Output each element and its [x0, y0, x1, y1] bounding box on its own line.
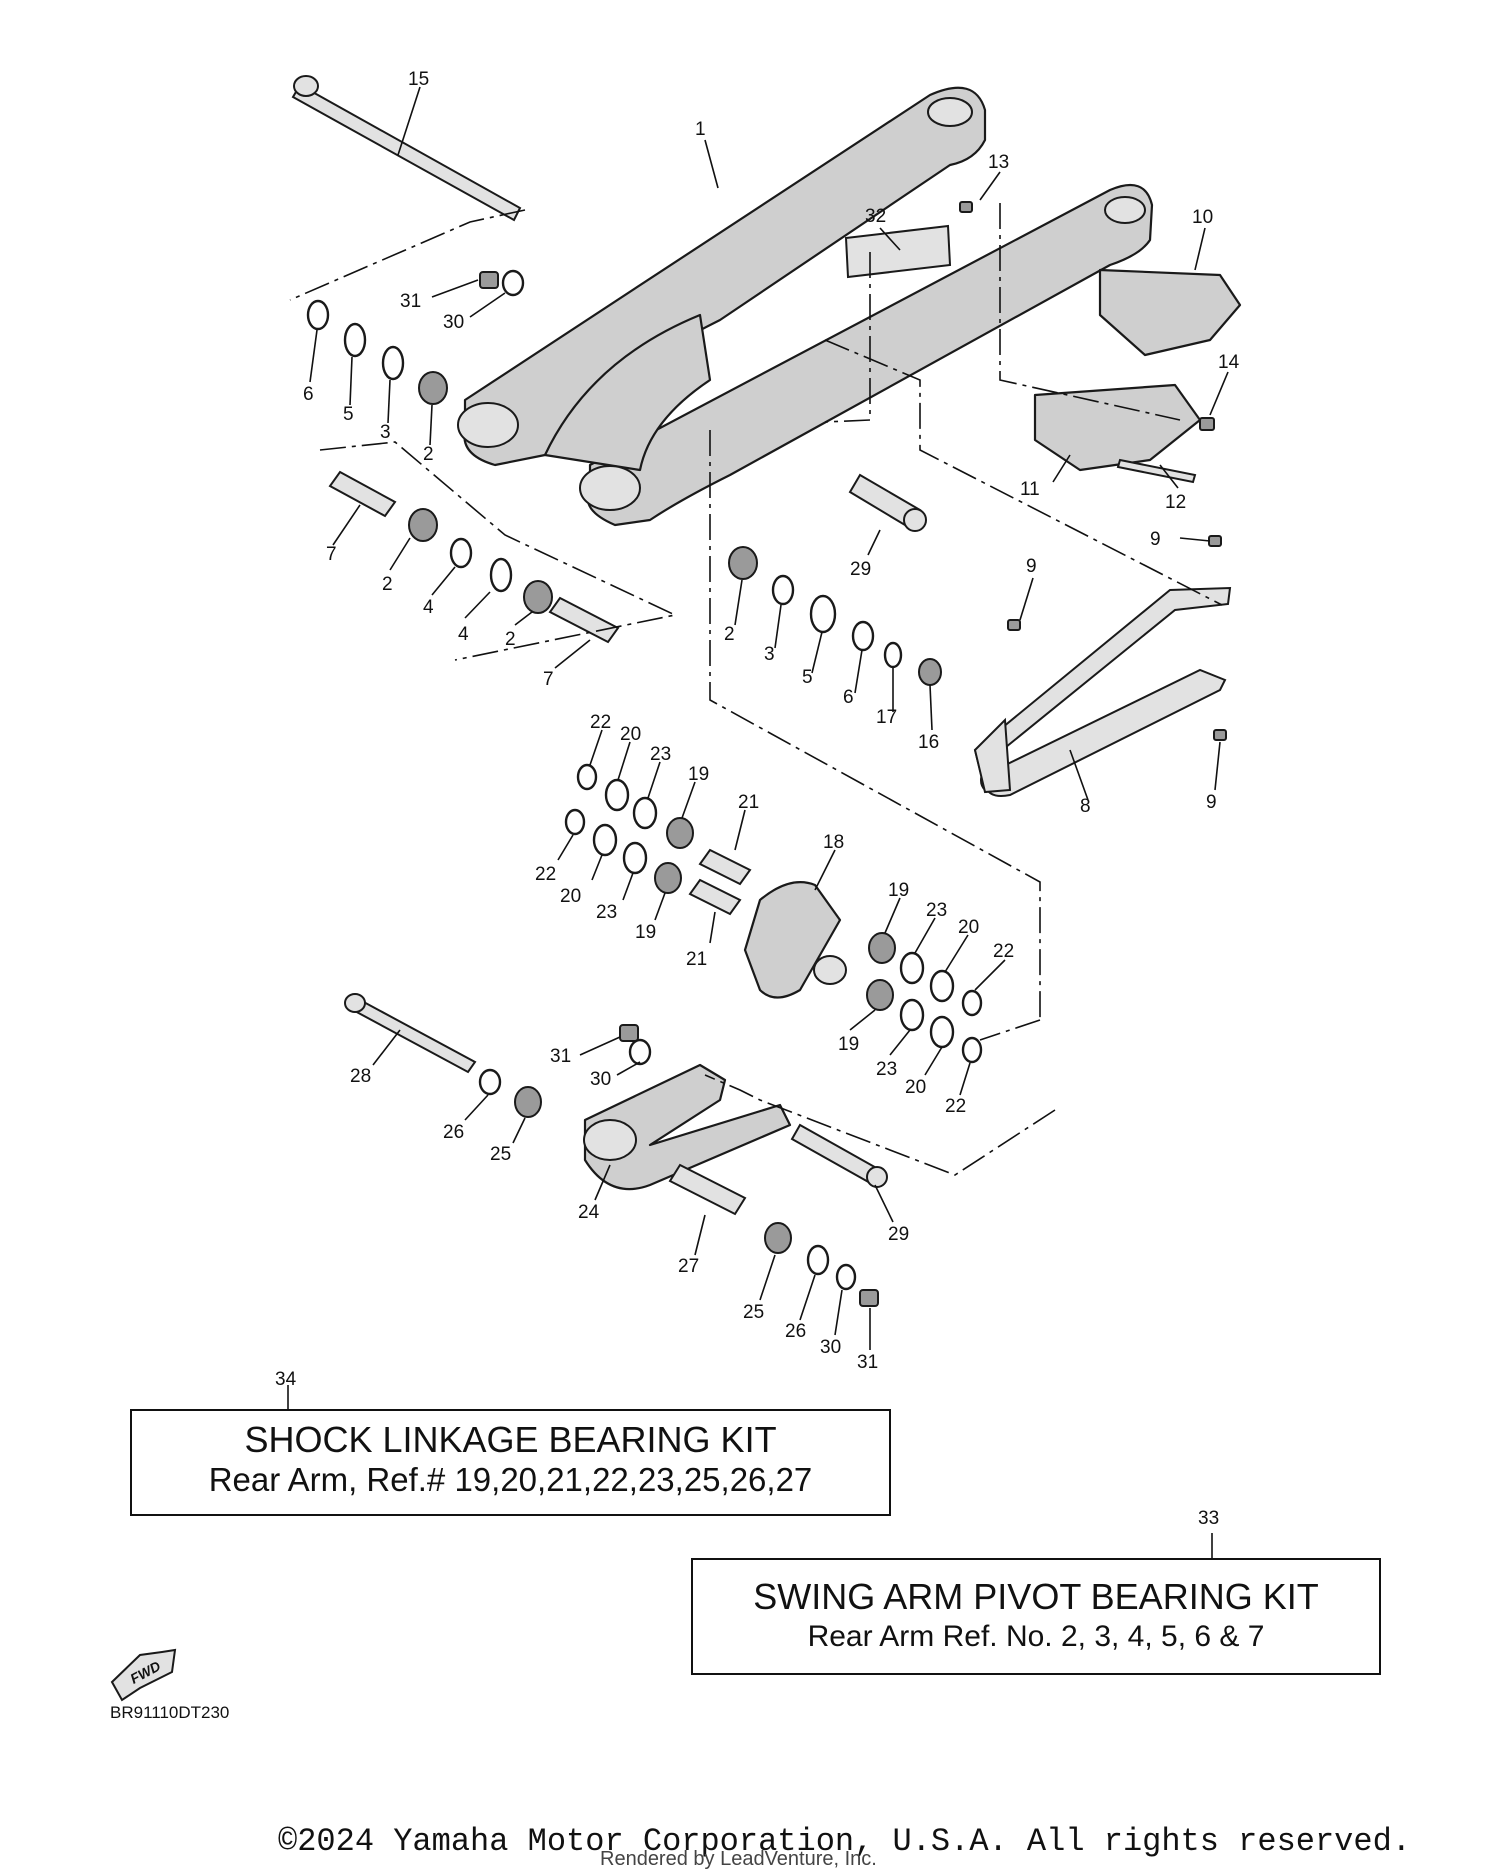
kit-title: SWING ARM PIVOT BEARING KIT — [753, 1576, 1319, 1617]
callout: 11 — [1020, 479, 1040, 500]
shock-linkage-kit-box: SHOCK LINKAGE BEARING KIT Rear Arm, Ref.… — [130, 1409, 891, 1516]
callout: 9 — [1026, 556, 1037, 577]
callout: 21 — [686, 949, 707, 970]
connecting-rod — [583, 1063, 792, 1191]
kit-subtitle: Rear Arm Ref. No. 2, 3, 4, 5, 6 & 7 — [807, 1620, 1265, 1653]
callout: 33 — [1198, 1508, 1219, 1529]
callout: 12 — [1165, 492, 1186, 513]
callout: 13 — [988, 152, 1009, 173]
callout: 20 — [620, 724, 641, 745]
callout: 20 — [958, 917, 979, 938]
callout: 22 — [590, 712, 611, 733]
bolts-and-collars — [328, 201, 1227, 1307]
callout: 29 — [888, 1224, 909, 1245]
chain-slider — [973, 586, 1232, 797]
callout: 34 — [275, 1369, 297, 1390]
callout: 2 — [724, 624, 735, 645]
callout: 22 — [535, 864, 556, 885]
callout: 10 — [1192, 207, 1213, 228]
chain-guide — [1033, 268, 1242, 472]
copyright-notice: ©2024 Yamaha Motor Corporation, U.S.A. A… — [278, 1823, 1411, 1860]
callout: 20 — [560, 886, 581, 907]
callout: 7 — [326, 544, 337, 565]
callout: 2 — [505, 629, 516, 650]
callout: 4 — [423, 597, 434, 618]
callout: 17 — [876, 707, 897, 728]
callout: 31 — [400, 291, 421, 312]
leader-lines — [287, 86, 1229, 1558]
callout: 22 — [993, 941, 1014, 962]
callout: 1 — [695, 119, 706, 140]
callout: 19 — [635, 922, 656, 943]
callout: 24 — [578, 1202, 600, 1223]
callout: 31 — [857, 1352, 878, 1373]
callout: 27 — [678, 1256, 699, 1277]
callout: 3 — [380, 422, 391, 443]
callout: 19 — [838, 1034, 859, 1055]
callout: 30 — [820, 1337, 841, 1358]
callout: 14 — [1218, 352, 1240, 373]
callout: 6 — [303, 384, 314, 405]
reference-lines — [289, 203, 1223, 1176]
callout: 28 — [350, 1066, 371, 1087]
callout: 23 — [596, 902, 617, 923]
callout: 18 — [823, 832, 844, 853]
callout: 25 — [743, 1302, 764, 1323]
callout: 2 — [423, 444, 434, 465]
callout: 7 — [543, 669, 554, 690]
kit-subtitle: Rear Arm, Ref.# 19,20,21,22,23,25,26,27 — [208, 1461, 813, 1498]
swing-arm-pivot-kit-box: SWING ARM PIVOT BEARING KIT Rear Arm Ref… — [691, 1558, 1381, 1675]
callout: 21 — [738, 792, 759, 813]
callout: 19 — [688, 764, 709, 785]
callout: 25 — [490, 1144, 511, 1165]
swing-arm — [457, 86, 1154, 527]
callout: 3 — [764, 644, 775, 665]
callout: 9 — [1206, 792, 1217, 813]
callout-numbers: 15 1 13 32 10 31 30 6 5 3 2 14 7 2 4 4 2… — [275, 69, 1240, 1529]
callout: 16 — [918, 732, 939, 753]
callout: 20 — [905, 1077, 926, 1098]
relay-arm — [743, 881, 847, 999]
callout: 23 — [926, 900, 947, 921]
callout: 8 — [1080, 796, 1091, 817]
callout: 23 — [650, 744, 671, 765]
pivot-shaft — [291, 75, 522, 222]
bearings-and-seals — [306, 269, 983, 1291]
callout: 19 — [888, 880, 909, 901]
callout: 31 — [550, 1046, 571, 1067]
callout: 5 — [343, 404, 354, 425]
rendered-by-notice: Rendered by LeadVenture, Inc. — [600, 1848, 877, 1870]
callout: 30 — [590, 1069, 611, 1090]
callout: 22 — [945, 1096, 966, 1117]
diagram-code: BR91110DT230 — [110, 1703, 230, 1722]
callout: 26 — [443, 1122, 464, 1143]
callout: 15 — [408, 69, 429, 90]
kit-title: SHOCK LINKAGE BEARING KIT — [244, 1419, 777, 1460]
callout: 32 — [865, 206, 886, 227]
callout: 2 — [382, 574, 393, 595]
callout: 29 — [850, 559, 871, 580]
callout: 6 — [843, 687, 854, 708]
callout: 30 — [443, 312, 464, 333]
callout: 23 — [876, 1059, 897, 1080]
callout: 4 — [458, 624, 469, 645]
callout: 26 — [785, 1321, 806, 1342]
callout: 5 — [802, 667, 813, 688]
callout: 9 — [1150, 529, 1161, 550]
fwd-arrow-icon: FWD — [110, 1648, 177, 1702]
